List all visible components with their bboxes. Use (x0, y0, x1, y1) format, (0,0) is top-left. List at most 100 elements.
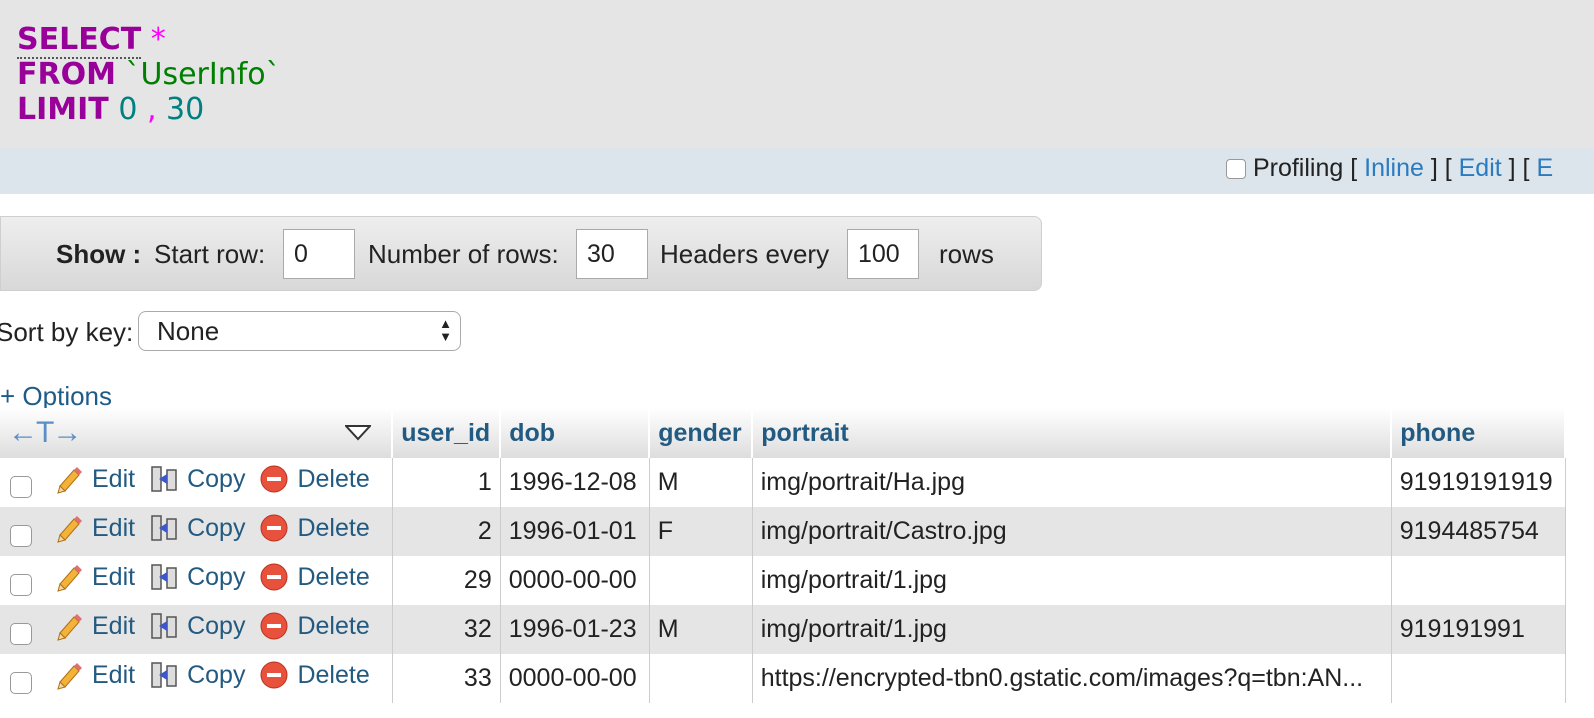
dob-cell[interactable]: 1996-01-23 (500, 605, 650, 654)
sql-line-limit: LIMIT 0 , 30 (17, 92, 204, 128)
sql-line-select: SELECT * (17, 22, 166, 59)
delete-label: Delete (297, 660, 370, 689)
gender-cell[interactable] (649, 556, 753, 605)
row-actions-cell: Edit Copy Delete (0, 458, 393, 507)
column-header-phone[interactable]: phone (1391, 408, 1567, 458)
copy-label: Copy (187, 513, 246, 542)
delete-label: Delete (297, 562, 370, 591)
delete-label: Delete (297, 513, 370, 542)
column-header-gender[interactable]: gender (649, 408, 754, 458)
row-checkbox[interactable] (10, 574, 32, 597)
gender-cell[interactable]: M (649, 605, 753, 654)
phone-cell[interactable] (1391, 556, 1566, 605)
user-id-cell[interactable]: 1 (392, 458, 501, 507)
copy-action[interactable]: Copy (149, 513, 245, 543)
sort-by-key-label: Sort by key: (0, 317, 134, 347)
copy-icon (151, 613, 177, 639)
results-table: ←T→ user_id dob gender portrait phone Ed… (0, 408, 1567, 703)
num-rows-input[interactable]: 30 (576, 229, 648, 279)
dob-cell[interactable]: 1996-01-01 (500, 507, 650, 556)
user-id-cell[interactable]: 2 (392, 507, 501, 556)
dob-cell[interactable]: 0000-00-00 (500, 556, 650, 605)
edit-action[interactable]: Edit (54, 464, 135, 494)
column-dropdown-icon[interactable] (345, 425, 372, 441)
row-actions-cell: Edit Copy Delete (0, 556, 393, 605)
row-actions-cell: Edit Copy Delete (0, 605, 393, 654)
phone-cell[interactable] (1391, 654, 1566, 703)
table-row: Edit Copy Delete 29 0000-00-00 img/portr… (0, 556, 1566, 605)
delete-icon (260, 612, 288, 640)
delete-label: Delete (297, 611, 370, 640)
row-checkbox[interactable] (10, 672, 32, 695)
profiling-checkbox[interactable] (1226, 159, 1246, 180)
column-header-portrait[interactable]: portrait (752, 408, 1393, 458)
inline-link[interactable]: Inline (1364, 154, 1424, 182)
copy-label: Copy (187, 464, 246, 493)
portrait-cell[interactable]: img/portrait/Castro.jpg (752, 507, 1392, 556)
pencil-icon (57, 516, 82, 543)
copy-icon (151, 466, 177, 492)
pencil-icon (57, 663, 82, 690)
edit-link[interactable]: Edit (1458, 154, 1502, 182)
sort-selected-value: None (157, 316, 220, 346)
delete-action[interactable]: Delete (259, 513, 370, 543)
copy-action[interactable]: Copy (149, 660, 245, 690)
copy-icon (151, 564, 177, 590)
row-checkbox[interactable] (10, 623, 32, 646)
headers-every-label: Headers every (660, 239, 830, 269)
row-checkbox[interactable] (10, 525, 32, 548)
headers-every-input[interactable]: 100 (847, 229, 919, 279)
sql-keyword-select[interactable]: SELECT (17, 22, 142, 59)
pencil-icon (57, 614, 82, 641)
edit-action[interactable]: Edit (54, 513, 135, 543)
phone-cell[interactable]: 91919191919 (1391, 458, 1566, 507)
sql-comma: , (146, 92, 157, 127)
user-id-cell[interactable]: 29 (392, 556, 501, 605)
edit-action[interactable]: Edit (54, 611, 135, 641)
user-id-cell[interactable]: 32 (392, 605, 501, 654)
edit-action[interactable]: Edit (54, 562, 135, 592)
edit-label: Edit (92, 660, 136, 689)
sql-keyword-from: FROM (17, 57, 116, 92)
options-toggle-link[interactable]: + Options (0, 381, 113, 411)
delete-action[interactable]: Delete (259, 660, 370, 690)
user-id-cell[interactable]: 33 (392, 654, 501, 703)
delete-label: Delete (297, 464, 370, 493)
sql-query-box: SELECT * FROM `UserInfo` LIMIT 0 , 30 (0, 0, 1594, 148)
phone-cell[interactable]: 9194485754 (1391, 507, 1566, 556)
dob-cell[interactable]: 0000-00-00 (500, 654, 650, 703)
dob-cell[interactable]: 1996-12-08 (500, 458, 650, 507)
sort-by-key-select[interactable]: None ▲▼ (138, 311, 461, 351)
column-header-user-id[interactable]: user_id (392, 408, 502, 458)
copy-action[interactable]: Copy (149, 611, 245, 641)
explain-link[interactable]: E (1536, 154, 1554, 182)
edit-action[interactable]: Edit (54, 660, 135, 690)
row-actions-cell: Edit Copy Delete (0, 654, 393, 703)
edit-label: Edit (92, 611, 136, 640)
column-nav-header: ←T→ (0, 408, 394, 458)
gender-cell[interactable] (649, 654, 753, 703)
phone-cell[interactable]: 919191991 (1391, 605, 1566, 654)
portrait-cell[interactable]: img/portrait/1.jpg (752, 556, 1392, 605)
sql-keyword-limit: LIMIT (17, 92, 109, 127)
delete-icon (260, 563, 288, 591)
row-actions-cell: Edit Copy Delete (0, 507, 393, 556)
sql-line-from: FROM `UserInfo` (17, 57, 281, 93)
copy-action[interactable]: Copy (149, 562, 245, 592)
gender-cell[interactable]: M (649, 458, 753, 507)
portrait-cell[interactable]: https://encrypted-tbn0.gstatic.com/image… (752, 654, 1392, 703)
column-nav-arrows-icon[interactable]: ←T→ (8, 416, 82, 449)
start-row-input[interactable]: 0 (283, 229, 355, 279)
delete-icon (260, 514, 288, 542)
delete-action[interactable]: Delete (259, 464, 370, 494)
delete-action[interactable]: Delete (259, 562, 370, 592)
copy-action[interactable]: Copy (149, 464, 245, 494)
start-row-label: Start row: (154, 239, 266, 269)
gender-cell[interactable]: F (649, 507, 753, 556)
profiling-bar: Profiling [ Inline ] [ Edit ] [ E (0, 148, 1594, 194)
delete-action[interactable]: Delete (259, 611, 370, 641)
portrait-cell[interactable]: img/portrait/Ha.jpg (752, 458, 1392, 507)
portrait-cell[interactable]: img/portrait/1.jpg (752, 605, 1392, 654)
row-checkbox[interactable] (10, 476, 32, 499)
column-header-dob[interactable]: dob (500, 408, 651, 458)
